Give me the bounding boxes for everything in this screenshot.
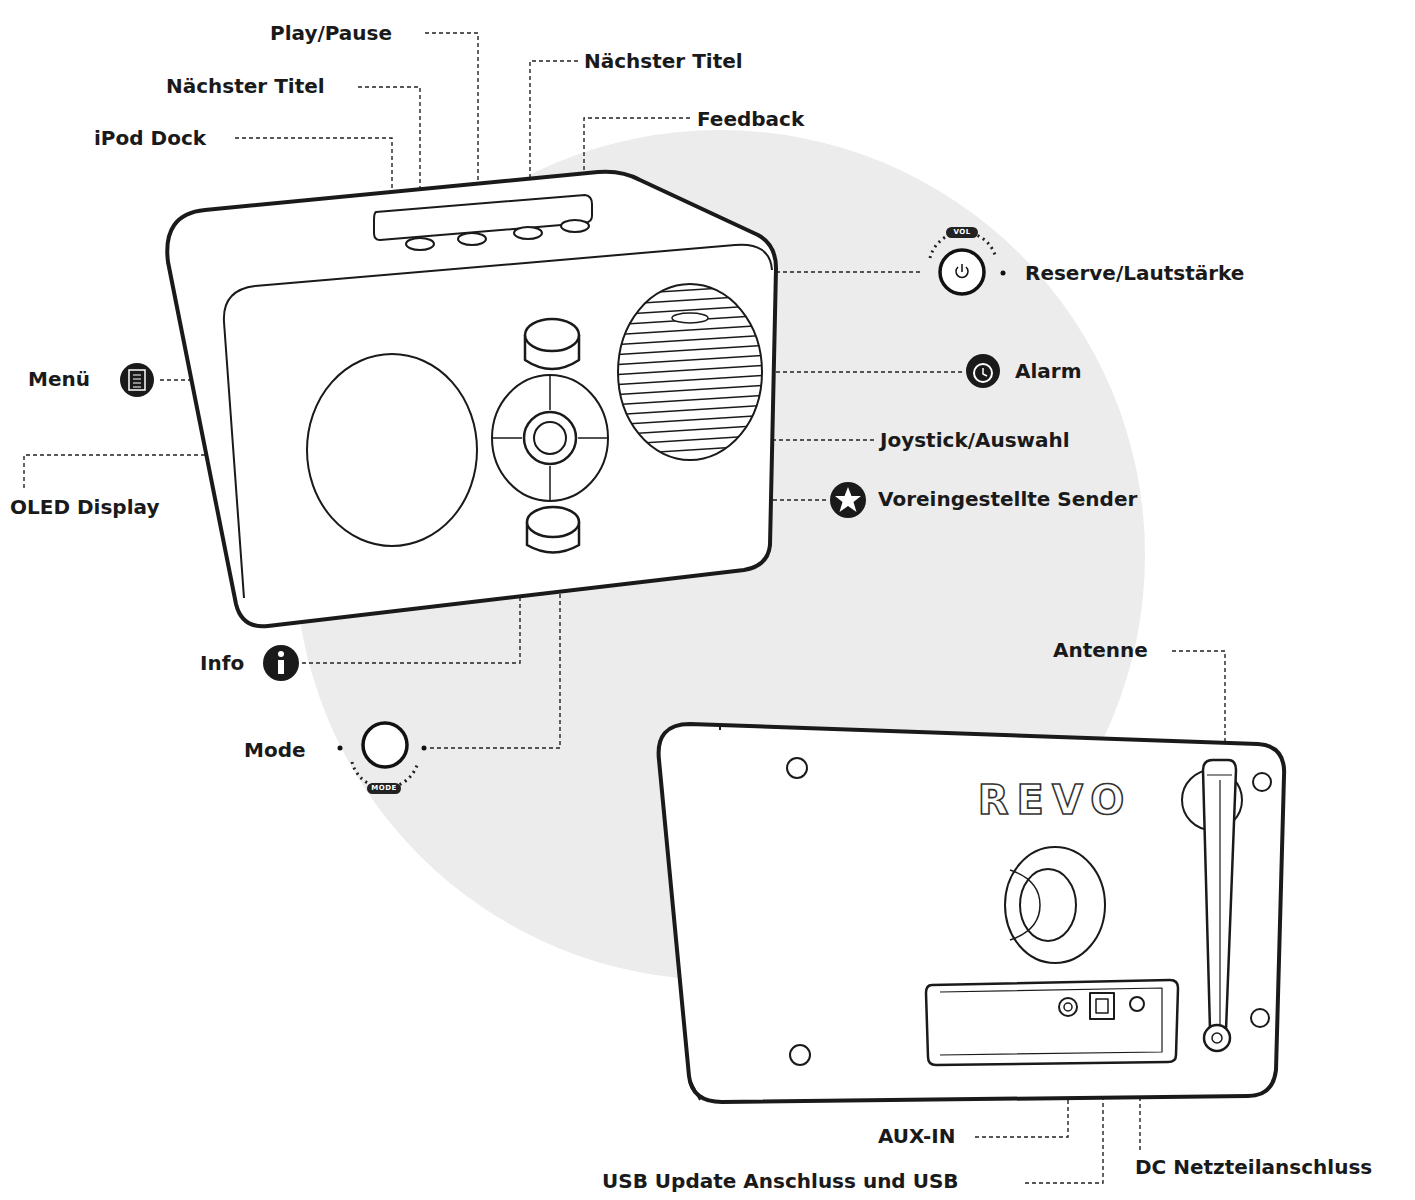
front-radio [167, 172, 776, 627]
antenna-hinge [1204, 1025, 1230, 1051]
screw-hole [790, 1045, 810, 1065]
mode-knob-top [527, 507, 579, 537]
volume-badge [946, 227, 978, 238]
info-icon [263, 645, 299, 681]
top-button [406, 238, 434, 250]
screw-hole [787, 758, 807, 778]
callout-label: Info [200, 651, 244, 675]
badge-text: MODE [367, 784, 401, 793]
radio-edge [255, 245, 772, 286]
mode-badge [367, 783, 401, 794]
menu-glyph [129, 370, 145, 390]
joystick-ring [492, 375, 608, 501]
preset-icon [830, 482, 866, 518]
dot [422, 746, 427, 751]
callout-label: Antenne [1053, 638, 1148, 662]
callout-label: Alarm [1015, 359, 1082, 383]
aux-jack [1059, 998, 1077, 1016]
radio-edge [224, 286, 255, 598]
dot [338, 746, 343, 751]
oled-display [307, 354, 477, 546]
radio-back [659, 724, 1285, 1102]
callout-label: OLED Display [10, 495, 159, 519]
menu-icon [120, 363, 154, 397]
joystick-center [534, 422, 566, 454]
back-radio [659, 724, 1285, 1102]
aux-jack [1064, 1003, 1072, 1011]
info-glyph [278, 660, 284, 674]
speaker-top [672, 313, 708, 323]
alarm-glyph [983, 368, 987, 376]
callout-label: iPod Dock [94, 126, 206, 150]
dc-jack [1130, 997, 1144, 1011]
leader-lines [24, 33, 1225, 1183]
alarm-glyph [974, 364, 992, 382]
star-glyph [835, 487, 861, 512]
top-button [458, 233, 486, 245]
screw-hole [1253, 773, 1271, 791]
port-panel-inner [940, 988, 1162, 1055]
brand-logo: REVO [955, 776, 1155, 824]
callout-label: Reserve/Lautstärke [1025, 261, 1244, 285]
radio-edge [690, 726, 720, 1100]
dot [1001, 271, 1006, 276]
screw-hole [1251, 1009, 1269, 1027]
callout-label: AUX-IN [878, 1124, 955, 1148]
callout-label: Voreingestellte Sender [878, 487, 1137, 511]
usb-port [1096, 999, 1108, 1013]
callout-label: Menü [28, 367, 90, 391]
antenna-detail [1207, 775, 1232, 1028]
top-button [561, 220, 589, 232]
bass-port-inner [1010, 870, 1040, 940]
callout-label: Play/Pause [270, 21, 392, 45]
mode-knob-icon [363, 723, 407, 767]
power-knob [940, 250, 984, 294]
power-symbol [956, 264, 968, 277]
ipod-dock [374, 195, 592, 240]
menu-glyph [133, 375, 141, 387]
port-panel [926, 980, 1178, 1065]
callout-label: Nächster Titel [584, 49, 743, 73]
joystick-divider [492, 375, 608, 501]
joystick [524, 412, 576, 464]
speaker-slots [610, 285, 770, 455]
info-glyph [278, 651, 284, 657]
speaker-slot [610, 285, 770, 455]
callout-label: Joystick/Auswahl [880, 428, 1070, 452]
callout-label: Mode [244, 738, 306, 762]
icons [120, 227, 1006, 794]
antenna [1203, 760, 1236, 1030]
alarm-icon [966, 354, 1000, 388]
badge-text: VOL [946, 228, 978, 237]
usb-port [1090, 993, 1114, 1019]
callout-label: Feedback [697, 107, 804, 131]
callout-label: USB Update Anschluss und USB [602, 1169, 959, 1193]
callout-label: DC Netzteilanschluss [1135, 1155, 1372, 1179]
volume-knob-top [525, 319, 579, 351]
antenna-hinge [1212, 1033, 1222, 1043]
radio-body [167, 172, 776, 627]
bass-port [1005, 847, 1105, 963]
top-button [514, 227, 542, 239]
callout-label: Nächster Titel [166, 74, 325, 98]
